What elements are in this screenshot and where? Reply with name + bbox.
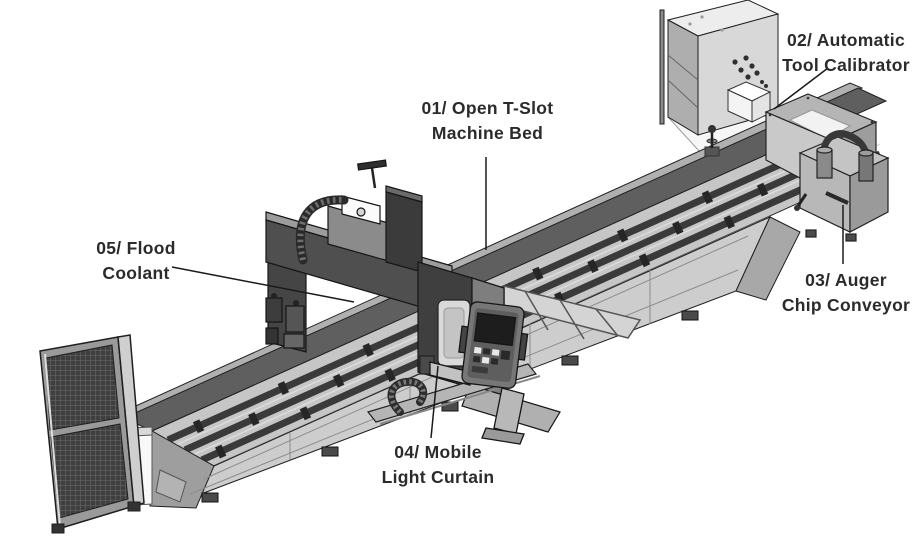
callout-03-line1: 03/ Auger bbox=[805, 270, 887, 290]
cabinet-left-face bbox=[667, 19, 699, 136]
z-axis-column bbox=[385, 191, 423, 273]
callout-label-02: 02/ Automatic Tool Calibrator bbox=[775, 28, 917, 79]
callout-label-04: 04/ Mobile Light Curtain bbox=[368, 440, 508, 491]
safety-fence bbox=[39, 334, 145, 534]
callout-label-05: 05/ Flood Coolant bbox=[72, 236, 200, 287]
cable-carrier bbox=[295, 195, 349, 265]
tool-calibrator bbox=[704, 81, 772, 157]
callout-01-line1: 01/ Open T-Slot bbox=[421, 98, 554, 118]
cabinet-buttons bbox=[732, 55, 768, 88]
leader-line-05 bbox=[171, 266, 355, 303]
auger-pipe bbox=[816, 130, 874, 182]
conveyor-drawer-handle bbox=[825, 191, 849, 205]
cabinet-antenna-rod bbox=[659, 9, 665, 125]
bed-feet bbox=[201, 310, 699, 503]
flood-coolant-nozzles bbox=[265, 293, 305, 349]
callout-04-line1: 04/ Mobile bbox=[394, 442, 482, 462]
callout-02-line2: Tool Calibrator bbox=[782, 55, 910, 76]
bed-right-end-face bbox=[735, 216, 801, 301]
bed-back-guard-rail bbox=[122, 87, 888, 432]
bed-left-end-hatch bbox=[155, 469, 187, 503]
callout-04-line2: Light Curtain bbox=[381, 467, 495, 488]
fence-mesh-upper bbox=[45, 344, 120, 431]
leader-lines bbox=[171, 67, 844, 439]
pendant-buttons bbox=[471, 346, 511, 374]
pendant-screen bbox=[473, 312, 517, 347]
callout-05-line2: Coolant bbox=[102, 263, 170, 284]
callout-05-line1: 05/ Flood bbox=[96, 238, 176, 258]
gantry-mast bbox=[370, 167, 377, 189]
leader-line-04 bbox=[430, 365, 439, 439]
pendant-base bbox=[481, 427, 525, 445]
callout-label-01: 01/ Open T-Slot Machine Bed bbox=[375, 96, 600, 147]
callout-02-line1: 02/ Automatic bbox=[786, 30, 905, 50]
leader-line-02 bbox=[773, 67, 829, 110]
light-curtain-cable-chain bbox=[387, 377, 428, 416]
pendant-body bbox=[458, 301, 529, 389]
callout-label-03: 03/ Auger Chip Conveyor bbox=[775, 268, 917, 319]
control-pendant bbox=[429, 301, 529, 445]
fence-right-post bbox=[117, 334, 145, 507]
pendant-arm bbox=[429, 361, 471, 386]
calibrator-probe bbox=[704, 125, 720, 157]
gantry bbox=[265, 159, 561, 433]
callout-03-line2: Chip Conveyor bbox=[781, 295, 911, 316]
auger-chip-conveyor bbox=[794, 130, 890, 242]
callout-01-line2: Machine Bed bbox=[431, 123, 544, 144]
